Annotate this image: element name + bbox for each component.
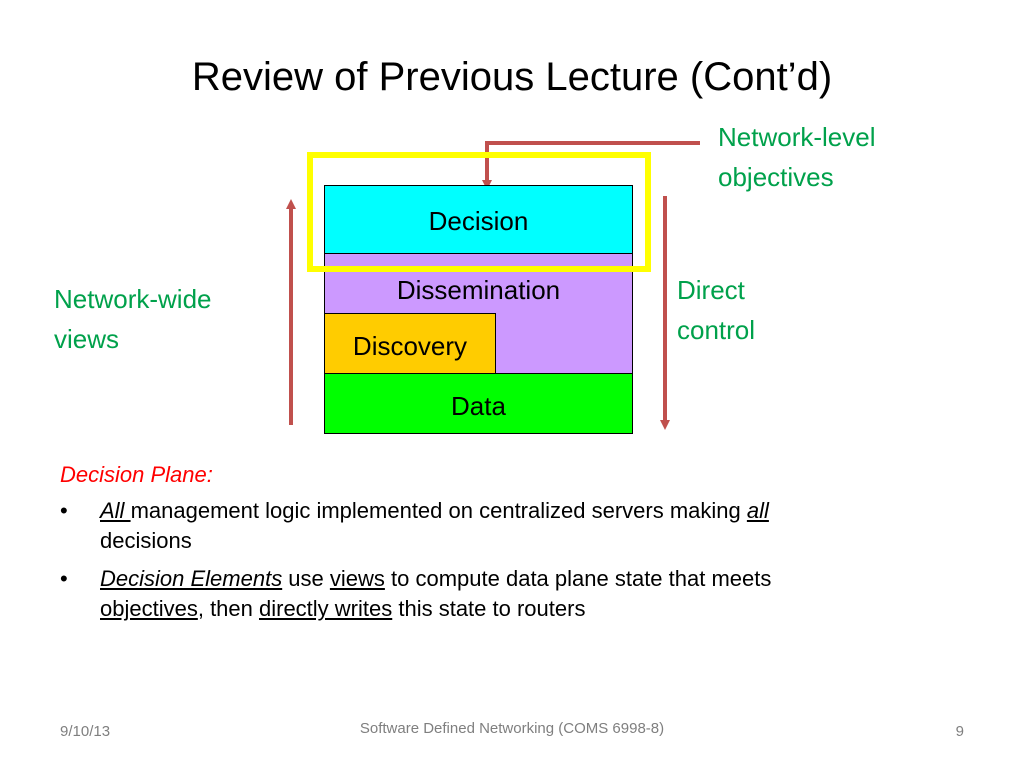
slide-body: Decision Plane: • All management logic i… bbox=[60, 460, 960, 632]
bullet-item-1: • All management logic implemented on ce… bbox=[60, 496, 960, 556]
bullet1-text-1: management logic implemented on centrali… bbox=[130, 498, 747, 523]
decision-highlight-box bbox=[307, 152, 651, 272]
network-wide-views-label: Network-wide views bbox=[54, 279, 212, 359]
decision-elements-term: Decision Elements bbox=[100, 566, 283, 591]
network-wide-line1: Network-wide bbox=[54, 284, 212, 314]
decision-plane-heading: Decision Plane: bbox=[60, 462, 213, 487]
footer-date: 9/10/13 bbox=[60, 723, 111, 740]
use-text: use bbox=[282, 566, 330, 591]
direct-control-line1: Direct bbox=[677, 275, 745, 305]
bullet-dot: • bbox=[60, 566, 68, 591]
bullet1-text-2: decisions bbox=[100, 528, 192, 553]
directly-writes-term: directly writes bbox=[259, 596, 393, 621]
all-emphasis-2: all bbox=[746, 498, 769, 523]
all-emphasis: All bbox=[100, 498, 131, 523]
dissemination-label: Dissemination bbox=[396, 275, 561, 305]
discovery-layer: Discovery bbox=[324, 313, 496, 374]
direct-control-line2: control bbox=[677, 315, 756, 345]
bullet2-text-2: this state to routers bbox=[392, 596, 586, 621]
then-text: , then bbox=[197, 596, 259, 621]
network-wide-line2: views bbox=[54, 324, 120, 354]
bullet-item-2: • Decision Elements use views to compute… bbox=[60, 564, 960, 624]
direct-control-label: Direct control bbox=[677, 270, 755, 350]
footer-course: Software Defined Networking (COMS 6998-8… bbox=[359, 720, 665, 737]
bullet-dot: • bbox=[60, 498, 68, 523]
objectives-term: objectives bbox=[100, 596, 198, 621]
footer-page-number: 9 bbox=[955, 723, 964, 740]
slide-title: Review of Previous Lecture (Cont’d) bbox=[191, 55, 833, 99]
network-level-line1: Network-level bbox=[718, 122, 876, 152]
network-level-line2: objectives bbox=[718, 162, 834, 192]
network-level-objectives-label: Network-level objectives bbox=[718, 117, 876, 197]
views-term: views bbox=[329, 566, 385, 591]
bullet2-text-1: to compute data plane state that meets bbox=[384, 566, 772, 591]
data-layer: Data bbox=[324, 373, 633, 434]
decision-layer: Decision bbox=[324, 185, 633, 254]
network-level-arrow bbox=[482, 141, 700, 190]
